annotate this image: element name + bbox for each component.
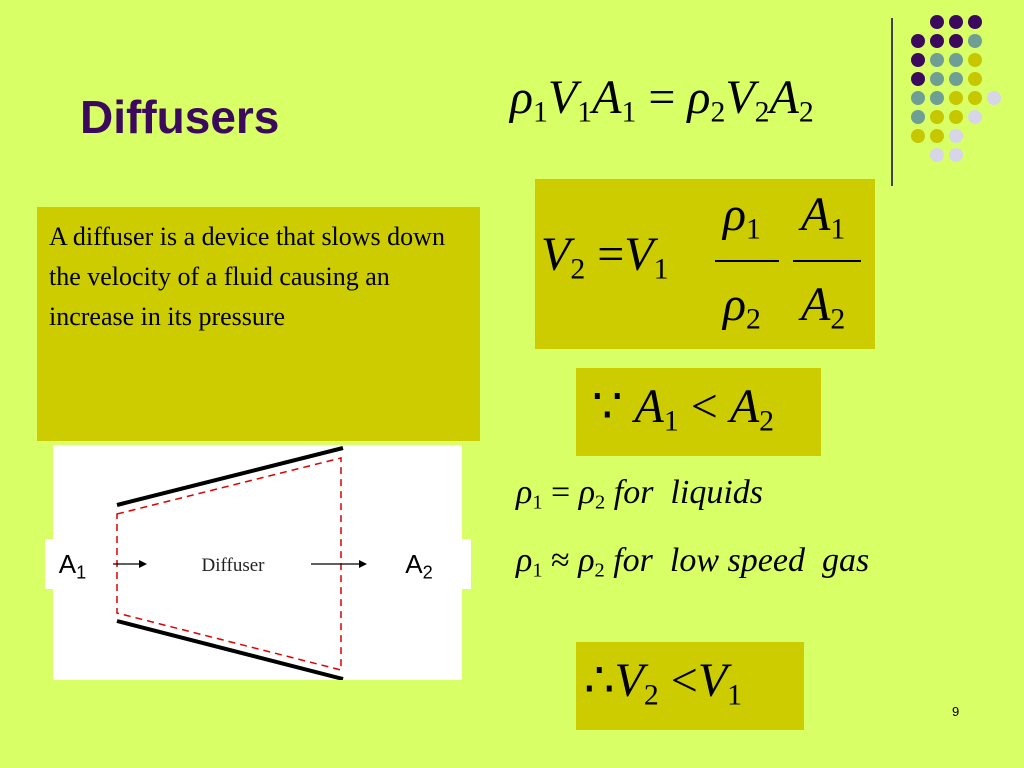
inlet-arrowhead [139,560,147,568]
fraction2-bar [793,260,861,262]
density-liquids: ρ1 = ρ2 for liquids [516,474,763,514]
decor-dot [968,15,982,29]
decor-dot [968,91,982,105]
slide-title: Diffusers [80,91,280,143]
conclusion: ∴V2 <V1 [584,654,743,712]
decor-dot [911,72,925,86]
velocity-formula-box: V2 =V1 ρ1 ρ2 A1 A2 [535,179,875,349]
decor-dot [968,53,982,67]
upper-wall [116,446,344,507]
decor-dot [949,110,963,124]
decor-dot [930,129,944,143]
decor-dot [930,15,944,29]
description-box: A diffuser is a device that slows down t… [37,207,480,441]
decor-dot [949,53,963,67]
decor-dot [930,34,944,48]
density-gas: ρ1 ≈ ρ2 for low speed gas [516,542,870,582]
outlet-area-label: A2 [367,539,471,589]
decor-dot [968,72,982,86]
decor-dot [911,91,925,105]
decor-dot [930,53,944,67]
area-condition-box: ∵ A1 < A2 [576,368,821,456]
decorative-divider [891,18,893,186]
continuity-equation: ρ1V1A1 = ρ2V2A2 [510,71,814,129]
decor-dot [949,148,963,162]
decor-dot [949,72,963,86]
diffuser-drawing: Diffuser [113,446,367,681]
decor-dot [987,91,1001,105]
decor-dot [911,110,925,124]
diffuser-label: Diffuser [202,555,266,576]
conclusion-box: ∴V2 <V1 [576,642,804,730]
decorative-dots [911,15,1001,162]
decor-dot [930,72,944,86]
decor-dot [911,34,925,48]
decor-dot [949,34,963,48]
fraction2-numerator: A1 [801,188,846,246]
decor-dot [930,110,944,124]
decor-dot [949,91,963,105]
page-number: 9 [952,704,960,719]
decor-dot [968,110,982,124]
decor-dot [930,91,944,105]
decor-dot [911,129,925,143]
formula-lhs: V2 =V1 [541,228,669,286]
decor-dot [949,129,963,143]
lower-wall [116,619,344,681]
description-text: A diffuser is a device that slows down t… [49,222,445,331]
inlet-area-label: A1 [45,539,100,589]
decor-dot [949,15,963,29]
decor-dot [930,148,944,162]
fraction1-bar [715,260,779,262]
decor-dot [968,34,982,48]
fraction1-denominator: ρ2 [723,278,761,336]
fraction1-numerator: ρ1 [723,188,761,246]
area-condition: ∵ A1 < A2 [592,380,775,438]
outlet-arrowhead [359,560,367,568]
fraction2-denominator: A2 [801,278,846,336]
decor-dot [911,53,925,67]
